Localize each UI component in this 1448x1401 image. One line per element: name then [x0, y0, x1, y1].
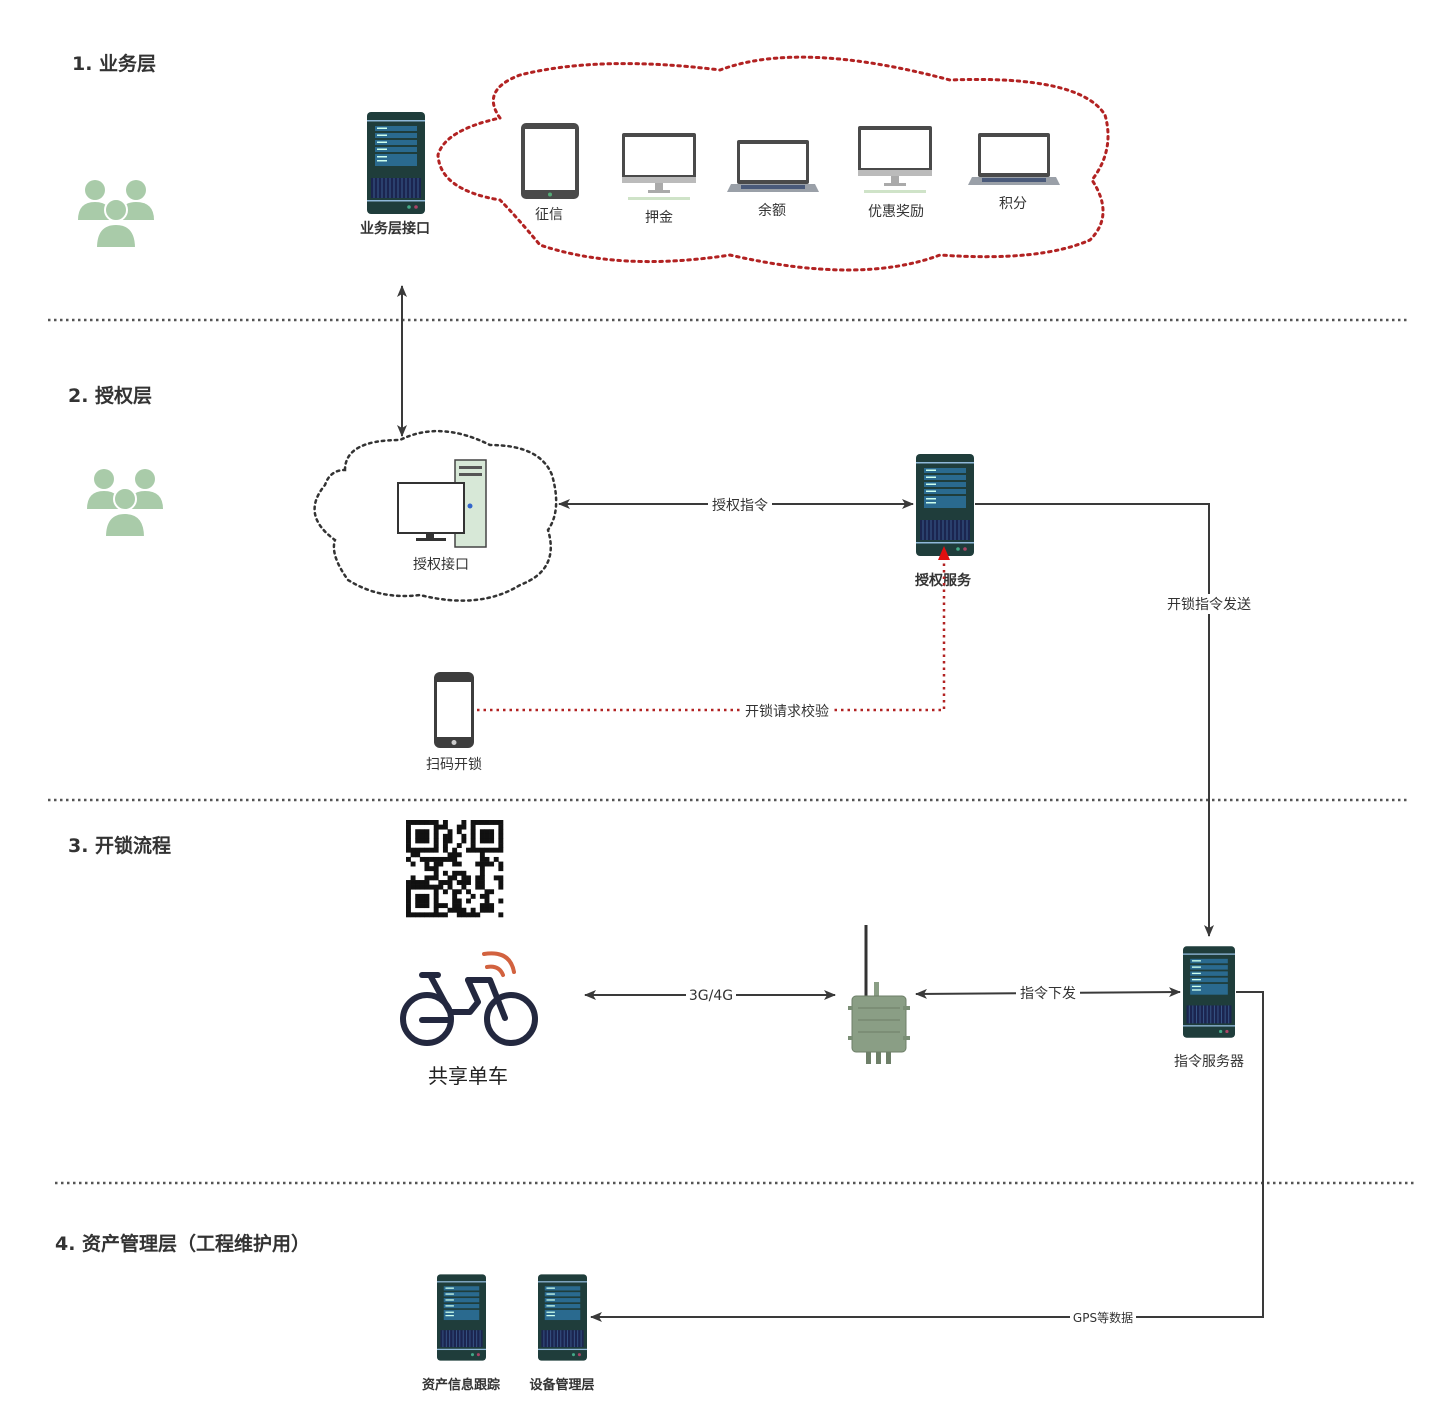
device-management-server-icon — [538, 1273, 587, 1362]
edge-label-auth-command: 授权指令 — [712, 498, 768, 514]
laptop-icon — [727, 140, 819, 192]
device-label: 积分 — [999, 196, 1027, 212]
section-title-asset: 4. 资产管理层（工程维护用） — [55, 1232, 310, 1255]
phone-label: 扫码开锁 — [426, 757, 482, 773]
pc-icon — [397, 459, 487, 548]
bike-label: 共享单车 — [428, 1064, 508, 1088]
qr-code-icon — [406, 820, 504, 918]
auth-service-server-icon — [916, 454, 974, 556]
gps-data-arrow — [590, 991, 1264, 1322]
auth-interface-label: 授权接口 — [413, 556, 469, 573]
device-label: 余额 — [758, 202, 786, 219]
users-icon — [78, 179, 154, 249]
users-icon — [87, 468, 163, 538]
device-label: 押金 — [645, 210, 673, 226]
auth-service-label: 授权服务 — [915, 572, 972, 589]
device-management-label: 设备管理层 — [529, 1377, 594, 1393]
section-title-auth: 2. 授权层 — [68, 384, 152, 407]
edge-label-unlock-verify: 开锁请求校验 — [745, 703, 829, 720]
monitor-icon — [622, 133, 696, 200]
edge-label-network: 3G/4G — [689, 988, 733, 1004]
gateway-antenna-icon — [848, 925, 910, 1064]
command-server-label: 指令服务器 — [1174, 1054, 1244, 1070]
device-label: 征信 — [535, 207, 563, 223]
unlock-send-arrow — [975, 503, 1214, 937]
tablet-icon — [521, 123, 579, 199]
laptop-icon — [968, 133, 1060, 185]
edge-label-command-down: 指令下发 — [1020, 986, 1076, 1002]
asset-tracking-server-icon — [437, 1273, 486, 1362]
business-interface-label: 业务层接口 — [360, 220, 430, 237]
bike-icon — [400, 951, 538, 1046]
edge-label-gps: GPS等数据 — [1073, 1310, 1133, 1325]
business-cloud — [436, 55, 1110, 272]
device-label: 优惠奖励 — [868, 203, 924, 220]
command-server-icon — [1183, 945, 1235, 1039]
phone-icon — [434, 672, 474, 748]
monitor-icon — [858, 126, 932, 193]
auth-cloud — [313, 429, 558, 602]
unlock-verify-arrow — [477, 546, 950, 712]
edge-label-unlock-send: 开锁指令发送 — [1167, 597, 1251, 613]
section-title-business: 1. 业务层 — [72, 52, 156, 75]
asset-tracking-label: 资产信息跟踪 — [422, 1377, 500, 1393]
section-title-unlock: 3. 开锁流程 — [68, 834, 171, 857]
business-interface-server-icon — [367, 112, 425, 214]
